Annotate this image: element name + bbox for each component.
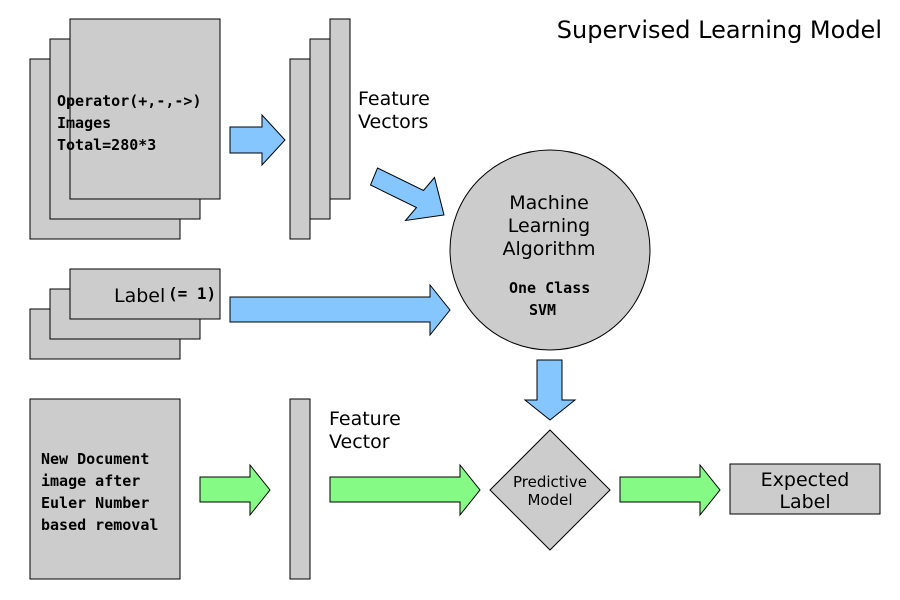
labels-stack: Label (= 1): [29, 268, 221, 360]
new-document-node: New Document image after Euler Number ba…: [29, 398, 181, 580]
arrow-model-to-label: [619, 463, 721, 517]
new-document-page: [29, 398, 181, 580]
diagram-title: Supervised Learning Model: [557, 16, 882, 44]
arrow-document-to-feature: [199, 463, 271, 517]
training-images-line3: Total=280*3: [57, 136, 156, 154]
label-value: (= 1): [168, 284, 216, 303]
feature-vectors-stack: [289, 18, 351, 240]
label-prefix: Label: [114, 285, 165, 307]
predictive-model-node: Predictive Model: [489, 429, 611, 551]
arrow-feature-to-model: [329, 463, 481, 517]
feature-vector-label-line1: Feature: [329, 408, 401, 430]
new-document-line3: Euler Number: [41, 494, 149, 512]
predictive-model-line2: Model: [527, 491, 572, 509]
expected-label-box: [729, 463, 881, 515]
training-images-line1: Operator(+,-,->): [57, 92, 202, 110]
expected-label-line1: Expected: [761, 469, 850, 491]
feature-vector-bar-back: [289, 58, 311, 240]
arrow-images-to-features: [229, 113, 286, 167]
training-images-line2: Images: [57, 114, 111, 132]
ml-algorithm-line3: Algorithm: [502, 238, 595, 260]
ml-algorithm-line2: Learning: [508, 215, 591, 237]
new-document-line2: image after: [41, 472, 140, 490]
feature-vectors-label-line2: Vectors: [358, 111, 428, 133]
label-card-front: [69, 268, 221, 320]
feature-vector-label-line2: Vector: [329, 431, 390, 453]
ml-method-line2: SVM: [529, 301, 556, 319]
ml-algorithm-circle: [449, 149, 651, 351]
expected-label-node: Expected Label: [729, 463, 881, 515]
ml-algorithm-line1: Machine: [509, 192, 589, 214]
arrow-features-to-algorithm: [369, 167, 445, 222]
feature-vector-bar-front: [329, 18, 351, 200]
arrow-algorithm-to-model: [523, 359, 577, 421]
training-images-stack: Operator(+,-,->) Images Total=280*3: [29, 18, 221, 240]
image-page-front: [69, 18, 221, 200]
predictive-model-line1: Predictive: [513, 473, 587, 491]
predictive-model-diamond: [489, 429, 611, 551]
ml-method-line1: One Class: [509, 279, 590, 297]
feature-vector-bar-middle: [309, 38, 331, 220]
new-document-line4: based removal: [41, 516, 158, 534]
ml-algorithm-node: Machine Learning Algorithm One Class SVM: [449, 149, 651, 351]
feature-vector-bar: [289, 398, 311, 580]
feature-vectors-label-line1: Feature: [358, 88, 430, 110]
arrow-labels-to-algorithm: [229, 283, 451, 337]
new-document-line1: New Document: [41, 450, 149, 468]
expected-label-line2: Label: [779, 491, 830, 513]
